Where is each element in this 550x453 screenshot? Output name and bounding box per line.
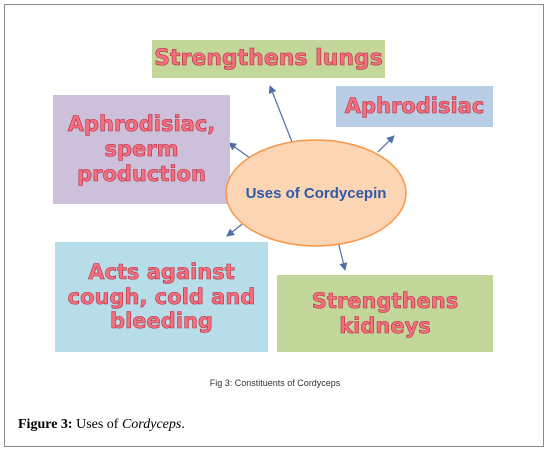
node-strengthens-lungs: Strengthens lungs [152, 40, 385, 78]
figure-caption-label: Figure 3: [18, 417, 73, 432]
node-aphrodisiac-right-text: Aphrodisiac [344, 94, 485, 119]
node-left-line-3: production [77, 161, 206, 187]
figure-caption-italic: Cordyceps [121, 417, 182, 432]
node-bottom-right-line-1: Strengthens [311, 288, 459, 313]
node-bottom-left-line-3: bleeding [110, 309, 214, 334]
center-node-text: Uses of Cordycepin [245, 184, 387, 202]
node-left-line-1: Aphrodisiac, [67, 112, 216, 137]
node-acts-against-cough: Acts against cough, cold and bleeding [55, 242, 268, 352]
figure-caption: Figure 3: Uses of Cordyceps. [18, 417, 185, 433]
figure-caption-prefix: Uses of [76, 417, 119, 432]
figure-caption-suffix: . [181, 417, 185, 432]
arrow-to-kidneys [338, 244, 348, 271]
inner-figure-caption-text: Fig 3: Constituents of Cordyceps [209, 378, 341, 388]
node-left-line-2: sperm [104, 137, 179, 162]
node-bottom-right-line-2: kidneys [339, 313, 431, 338]
center-node: Uses of Cordycepin [226, 140, 406, 246]
node-bottom-left-line-2: cough, cold and [67, 284, 256, 309]
arrow-to-sperm-production [228, 142, 251, 159]
node-strengthens-lungs-text: Strengthens lungs [154, 46, 383, 72]
inner-figure-caption: Fig 3: Constituents of Cordyceps [0, 378, 550, 388]
arrow-to-aphrodisiac-right [377, 135, 395, 153]
arrow-to-lungs [268, 85, 293, 143]
node-aphrodisiac-right: Aphrodisiac [336, 86, 493, 127]
node-aphrodisiac-sperm-production: Aphrodisiac, sperm production [53, 95, 230, 204]
arrow-to-cough [226, 221, 246, 237]
node-strengthens-kidneys: Strengthens kidneys [277, 275, 493, 352]
node-bottom-left-line-1: Acts against [88, 259, 235, 285]
